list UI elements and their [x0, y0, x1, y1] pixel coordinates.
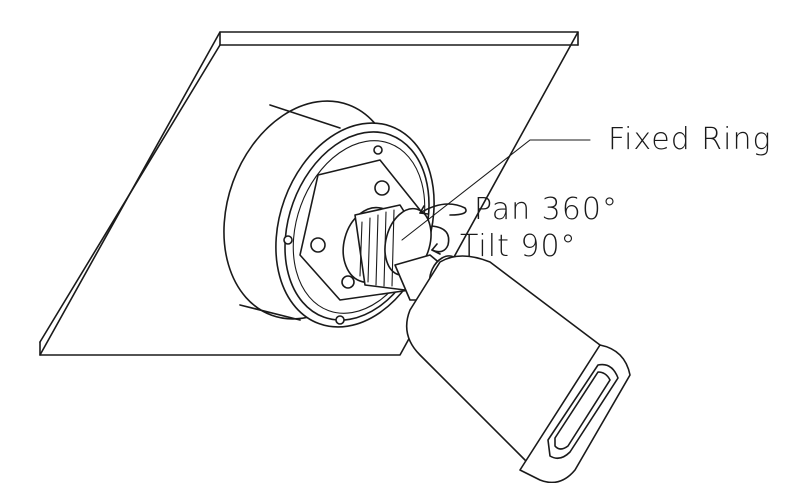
pan-label: Pan 360° — [474, 192, 618, 227]
fixed-ring-label: Fixed Ring — [608, 122, 772, 157]
tilt-label: Tilt 90° — [460, 229, 577, 264]
pan-arrow-icon — [419, 203, 467, 216]
camera-body — [405, 255, 631, 483]
fixed-ring-leader — [401, 139, 591, 241]
tilt-arrow-icon — [431, 225, 450, 255]
